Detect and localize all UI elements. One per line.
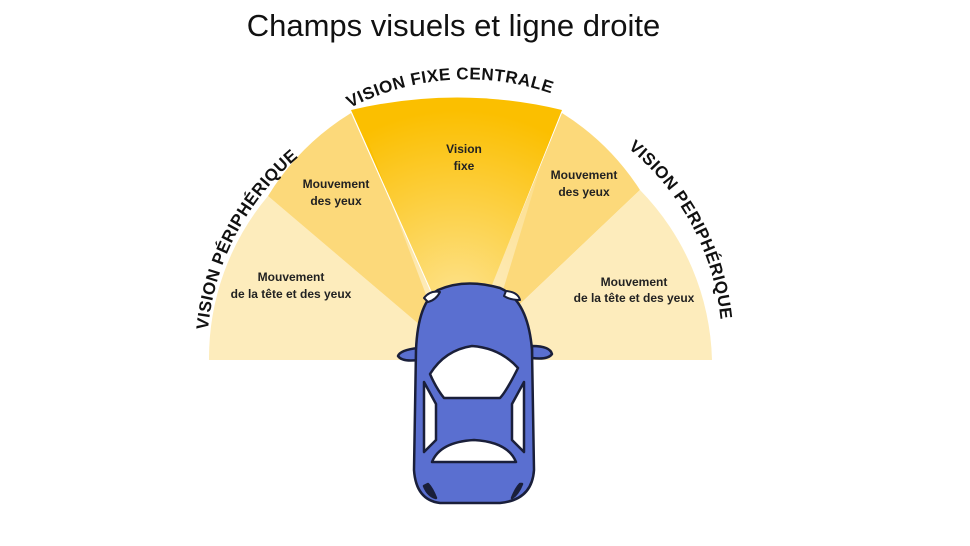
zone-label-outer-left-line2: de la tête et des yeux (231, 287, 352, 301)
zone-label-mid-right-line2: des yeux (558, 185, 610, 199)
zone-label-outer-right-line1: Mouvement (601, 275, 668, 289)
zone-label-mid-left-line2: des yeux (310, 194, 362, 208)
zone-label-center-line2: fixe (454, 159, 475, 173)
page-title: Champs visuels et ligne droite (246, 8, 661, 43)
headlight-glow (360, 110, 555, 300)
zone-mid-left (268, 113, 461, 360)
zone-label-mid-left-line1: Mouvement (303, 177, 370, 191)
zone-label-center-line1: Vision (446, 142, 482, 156)
zone-label-mid-right-line1: Mouvement (551, 168, 618, 182)
zone-outer-left (208, 196, 461, 360)
zone-label-outer-left-line1: Mouvement (258, 270, 325, 284)
zone-label-outer-right-line2: de la tête et des yeux (574, 291, 695, 305)
car-icon (396, 282, 554, 505)
